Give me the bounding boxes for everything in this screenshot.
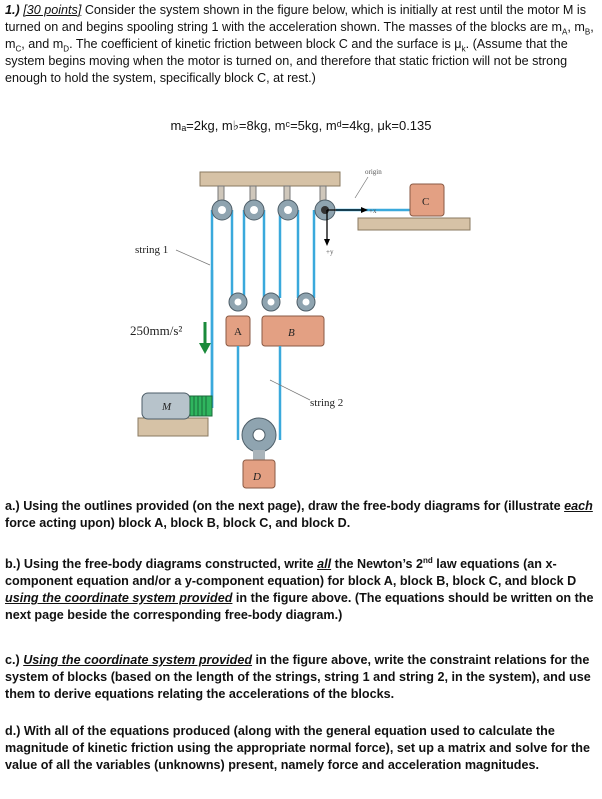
intro-text-b: . The coefficient of kinetic friction be…	[69, 37, 462, 51]
part-b-sup: nd	[423, 555, 433, 565]
ceiling	[199, 171, 341, 187]
part-b-text-4: in the figure above. (The equations shou…	[5, 591, 594, 622]
surface	[357, 217, 471, 231]
top-pulleys	[211, 199, 336, 221]
part-a-text-1: a.) Using the outlines provided (on the …	[5, 499, 565, 513]
block-c-label: C	[422, 196, 429, 208]
problem-statement: 1.) [30 points] Consider the system show…	[5, 3, 594, 85]
part-a: a.) Using the outlines provided (on the …	[5, 498, 597, 532]
part-a-emphasis: each	[564, 499, 593, 513]
string-1-label: string 1	[135, 244, 168, 256]
part-a-text-2: force acting upon) block A, block B, blo…	[5, 516, 351, 530]
part-c-text-1: c.)	[5, 653, 24, 667]
block-b	[261, 315, 325, 347]
problem-number: 1.)	[5, 3, 20, 17]
string-2-label: string 2	[310, 397, 343, 409]
motor-base	[137, 417, 209, 437]
coordinate-axes	[324, 207, 368, 246]
intro-text-c: . (Assume that the system begins moving …	[5, 37, 568, 85]
system-figure: +x +y origin C A B string 2 D string 1 2…	[130, 168, 471, 489]
intro-text-a: Consider the system shown in the figure …	[5, 3, 586, 34]
part-b-text-3: law equations (an x-component equation a…	[5, 557, 577, 588]
origin-label: origin	[365, 168, 382, 176]
motor-label: M	[161, 401, 172, 413]
block-b-label: B	[288, 327, 295, 339]
part-b-emphasis-coord: using the coordinate system provided	[5, 591, 233, 605]
points-label: [30 points]	[23, 3, 82, 17]
block-c	[409, 183, 445, 217]
string-2-path	[236, 346, 282, 440]
part-c-emphasis: Using the coordinate system provided	[23, 653, 253, 667]
part-b-text-1: b.) Using the free-body diagrams constru…	[5, 557, 318, 571]
part-b-emphasis-all: all	[317, 557, 332, 571]
given-values: mₐ=2kg, m♭=8kg, mᶜ=5kg, mᵈ=4kg, μk=0.135	[170, 118, 432, 133]
part-d: d.) With all of the equations produced (…	[5, 723, 597, 774]
plus-y-label: +y	[326, 248, 334, 256]
plus-x-label: +x	[369, 207, 377, 215]
part-c-text-2: in the figure above, write the constrain…	[5, 653, 591, 701]
lower-pulleys	[228, 292, 316, 312]
block-d-label: D	[252, 471, 261, 483]
part-b: b.) Using the free-body diagrams constru…	[5, 556, 597, 624]
accel-arrow	[199, 322, 211, 354]
accel-label: 250mm/s²	[130, 323, 182, 338]
block-a-label: A	[234, 326, 242, 338]
part-c: c.) Using the coordinate system provided…	[5, 652, 597, 703]
part-b-text-2: the Newton’s 2	[331, 557, 424, 571]
part-d-text: d.) With all of the equations produced (…	[5, 724, 591, 772]
block-d	[242, 459, 276, 489]
